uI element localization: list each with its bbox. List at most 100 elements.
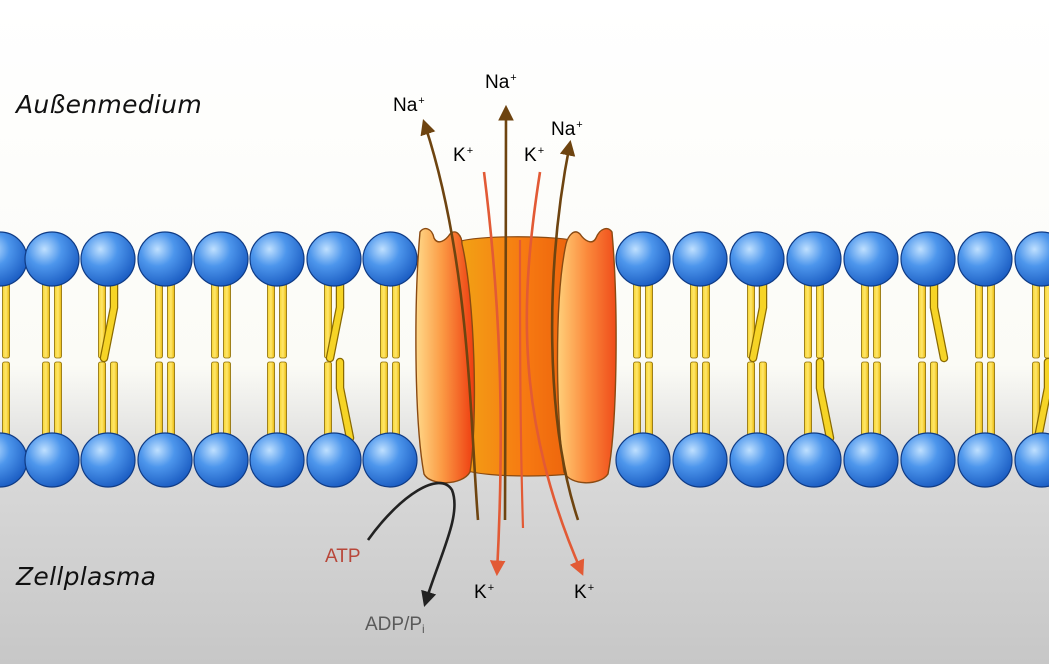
lipid-tail-lower bbox=[747, 361, 755, 439]
sodium-potassium-pump bbox=[415, 227, 617, 484]
phospholipid-head-upper bbox=[900, 231, 956, 287]
phospholipid-head-upper bbox=[137, 231, 193, 287]
phospholipid-head-lower bbox=[193, 432, 249, 488]
lipid-tail-lower-kinked bbox=[1035, 359, 1049, 441]
phospholipid-head-lower bbox=[900, 432, 956, 488]
lipid-tail-upper bbox=[2, 280, 10, 359]
lipid-tail-upper bbox=[167, 280, 175, 359]
lipid-tail-lower-kinked bbox=[337, 359, 353, 441]
lipid-tail-upper bbox=[633, 280, 641, 359]
phospholipid-head-lower bbox=[843, 432, 899, 488]
phospholipid-head-upper bbox=[1014, 231, 1049, 287]
lipid-tail-upper bbox=[267, 280, 275, 359]
lipid-tail-upper bbox=[987, 280, 995, 359]
lipid-tail-upper bbox=[223, 280, 231, 359]
lipid-tail-lower bbox=[759, 361, 767, 439]
lipid-tail-lower bbox=[223, 361, 231, 439]
adp-pi-label: ADP/Pi bbox=[365, 614, 425, 636]
lipid-tail-lower bbox=[54, 361, 62, 439]
lipid-tail-lower bbox=[633, 361, 641, 439]
lipid-tail-upper bbox=[690, 280, 698, 359]
lipid-tail-lower bbox=[42, 361, 50, 439]
lipid-tail-upper bbox=[702, 280, 710, 359]
lipid-tail-lower bbox=[2, 361, 10, 439]
phospholipid-head-upper bbox=[306, 231, 362, 287]
lipid-tail-lower bbox=[167, 361, 175, 439]
lipid-tail-lower bbox=[211, 361, 219, 439]
lipid-tail-lower bbox=[987, 361, 995, 439]
lipid-tail-upper bbox=[380, 280, 388, 359]
pump-subunit-left bbox=[415, 227, 476, 484]
potassium-label-bottom-right: K+ bbox=[574, 582, 595, 603]
pump-subunit-right bbox=[556, 227, 617, 484]
sodium-label-right: Na+ bbox=[551, 119, 583, 140]
phospholipid-head-lower bbox=[24, 432, 80, 488]
potassium-label-top-right: K+ bbox=[524, 145, 545, 166]
lipid-tail-lower bbox=[975, 361, 983, 439]
phospholipid-head-upper bbox=[786, 231, 842, 287]
potassium-arrow-left bbox=[482, 171, 506, 577]
phospholipid-head-upper bbox=[80, 231, 136, 287]
phospholipid-head-upper bbox=[729, 231, 785, 287]
phospholipid-head-upper bbox=[362, 231, 418, 287]
lipid-tail-upper-kinked bbox=[101, 278, 117, 361]
cytoplasm-label: Zellplasma bbox=[16, 562, 157, 591]
phospholipid-head-lower bbox=[729, 432, 785, 488]
phospholipid-head-lower bbox=[306, 432, 362, 488]
lipid-tail-lower bbox=[110, 361, 118, 439]
lipid-tail-upper bbox=[54, 280, 62, 359]
lipid-tail-lower bbox=[702, 361, 710, 439]
lipid-tail-lower bbox=[690, 361, 698, 439]
lipid-tail-upper bbox=[816, 280, 824, 359]
lipid-tail-upper bbox=[1044, 280, 1049, 359]
lipid-tail-lower bbox=[324, 361, 332, 439]
sodium-label-left: Na+ bbox=[393, 95, 425, 116]
phospholipid-head-upper bbox=[615, 231, 671, 287]
lipid-tail-upper bbox=[804, 280, 812, 359]
lipid-tail-lower bbox=[804, 361, 812, 439]
lipid-tail-lower bbox=[930, 361, 938, 439]
lipid-tail-upper bbox=[873, 280, 881, 359]
potassium-arrow-extra bbox=[518, 239, 525, 529]
potassium-label-bottom-left: K+ bbox=[474, 582, 495, 603]
lipid-tail-lower bbox=[873, 361, 881, 439]
lipid-tail-lower bbox=[861, 361, 869, 439]
lipid-tail-upper bbox=[155, 280, 163, 359]
sodium-label-middle: Na+ bbox=[485, 72, 517, 93]
phospholipid-head-lower bbox=[362, 432, 418, 488]
lipid-tail-upper-kinked bbox=[327, 278, 343, 361]
sodium-arrow-middle bbox=[498, 104, 514, 521]
phospholipid-head-upper bbox=[24, 231, 80, 287]
lipid-tail-upper bbox=[645, 280, 653, 359]
lipid-tail-lower bbox=[380, 361, 388, 439]
lipid-tail-lower-kinked bbox=[817, 359, 833, 441]
phospholipid-head-upper bbox=[843, 231, 899, 287]
phospholipid-head-lower bbox=[80, 432, 136, 488]
phospholipid-head-lower bbox=[786, 432, 842, 488]
lipid-tail-lower bbox=[155, 361, 163, 439]
phospholipid-head-lower bbox=[137, 432, 193, 488]
lipid-tail-upper bbox=[211, 280, 219, 359]
lipid-tail-upper bbox=[1032, 280, 1040, 359]
potassium-arrow-right bbox=[525, 171, 585, 576]
lipid-bilayer bbox=[0, 231, 1049, 488]
lipid-tail-upper bbox=[42, 280, 50, 359]
atp-hydrolysis-arrow bbox=[366, 481, 456, 607]
phospholipid-head-lower bbox=[957, 432, 1013, 488]
lipid-tail-lower bbox=[392, 361, 400, 439]
lipid-tail-upper-kinked bbox=[931, 278, 947, 361]
lipid-tail-upper bbox=[861, 280, 869, 359]
phospholipid-head-upper bbox=[249, 231, 305, 287]
lipid-tail-lower bbox=[279, 361, 287, 439]
lipid-tail-upper bbox=[918, 280, 926, 359]
lipid-tail-lower bbox=[267, 361, 275, 439]
lipid-tail-lower bbox=[645, 361, 653, 439]
sodium-arrow-right bbox=[550, 139, 580, 521]
lipid-tail-upper bbox=[975, 280, 983, 359]
phospholipid-head-upper bbox=[193, 231, 249, 287]
lipid-tail-upper-kinked bbox=[750, 278, 766, 361]
outside-medium-label: Außenmedium bbox=[16, 90, 202, 119]
lipid-tail-lower bbox=[918, 361, 926, 439]
